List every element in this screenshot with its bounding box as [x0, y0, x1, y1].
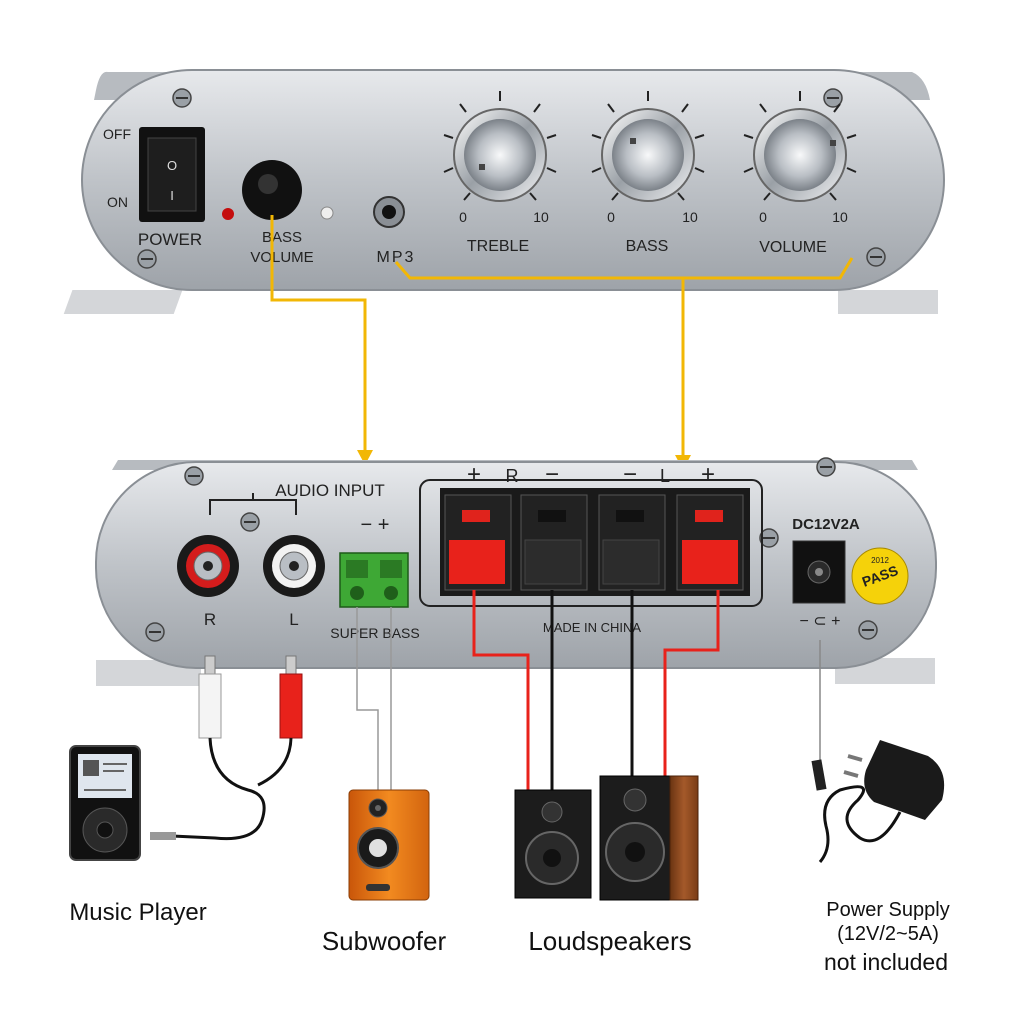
- loudspeakers-label: Loudspeakers: [528, 926, 691, 956]
- music-player-label: Music Player: [69, 899, 206, 926]
- r-channel-label: R: [506, 466, 519, 486]
- red-speaker-wires: [472, 590, 720, 790]
- rca-right-jack[interactable]: [177, 535, 239, 597]
- super-bass-polarity: − +: [361, 514, 390, 536]
- dc-rating-label: DC12V2A: [792, 516, 860, 533]
- rca-l-label: L: [289, 610, 298, 629]
- switch-o-mark: O: [167, 158, 177, 173]
- volume-max-label: 10: [832, 209, 848, 225]
- orange-connector-lines: [270, 215, 854, 455]
- bass-max-label: 10: [682, 209, 698, 225]
- r-minus-label: −: [545, 461, 559, 488]
- indicator-led-icon: [320, 206, 334, 220]
- made-in-label: MADE IN CHINA: [543, 620, 642, 635]
- bass-volume-knob[interactable]: [242, 160, 302, 220]
- rca-left-jack[interactable]: [263, 535, 325, 597]
- speaker-terminal-l-minus[interactable]: [598, 494, 666, 591]
- mp3-label: MP3: [377, 249, 416, 266]
- l-channel-label: L: [660, 466, 670, 486]
- power-switch[interactable]: O I: [139, 127, 205, 222]
- not-included-label: not included: [824, 949, 948, 975]
- treble-max-label: 10: [533, 209, 549, 225]
- bass-min-label: 0: [607, 209, 615, 225]
- power-supply-rating-label: (12V/2~5A): [837, 923, 939, 945]
- power-supply-label: Power Supply: [826, 899, 949, 921]
- r-plus-label: +: [467, 461, 481, 488]
- power-led-icon: [222, 208, 234, 220]
- subwoofer-wires: [356, 607, 392, 790]
- back-screws: [145, 457, 878, 642]
- loudspeaker-left-icon: [514, 789, 592, 899]
- speaker-terminal-l-plus[interactable]: [676, 494, 744, 591]
- bass-label: BASS: [626, 238, 669, 255]
- loudspeaker-right-icon: [599, 775, 699, 901]
- super-bass-label: SUPER BASS: [330, 625, 419, 641]
- sticker-year: 2012: [871, 556, 889, 565]
- power-adapter-icon: [811, 740, 945, 863]
- pass-sticker-icon: 2012 PASS: [851, 547, 909, 605]
- volume-min-label: 0: [759, 209, 767, 225]
- dc-power-jack[interactable]: [792, 540, 846, 604]
- speaker-terminal-r-minus[interactable]: [520, 494, 588, 591]
- treble-knob[interactable]: [443, 91, 557, 202]
- audio-input-bracket: [209, 493, 297, 515]
- arrow-icon: [357, 450, 373, 465]
- speaker-terminal-r-plus[interactable]: [444, 494, 512, 591]
- volume-label: VOLUME: [759, 239, 827, 256]
- music-player-icon: [69, 745, 141, 861]
- audio-input-label: AUDIO INPUT: [275, 481, 385, 500]
- bass-volume-label-2: VOLUME: [250, 249, 313, 266]
- switch-i-mark: I: [170, 188, 174, 203]
- super-bass-terminal[interactable]: [339, 552, 409, 608]
- subwoofer-icon: [348, 789, 430, 901]
- off-label: OFF: [103, 126, 131, 142]
- rca-cable: [150, 655, 303, 841]
- speaker-terminal-frame: [419, 479, 763, 607]
- treble-min-label: 0: [459, 209, 467, 225]
- on-label: ON: [107, 194, 128, 210]
- black-speaker-wires: [550, 590, 634, 790]
- rca-r-label: R: [204, 610, 216, 629]
- bass-volume-label: BASS: [262, 229, 302, 246]
- volume-knob[interactable]: [743, 91, 857, 202]
- power-label: POWER: [138, 230, 202, 249]
- treble-label: TREBLE: [467, 238, 529, 255]
- subwoofer-label: Subwoofer: [322, 926, 447, 956]
- l-minus-label: −: [623, 461, 637, 488]
- dc-polarity-label: − ⊂ +: [800, 613, 841, 630]
- front-screws: [137, 88, 886, 269]
- bass-knob[interactable]: [591, 91, 705, 202]
- mp3-input-jack[interactable]: [373, 196, 405, 228]
- l-plus-label: +: [701, 461, 715, 488]
